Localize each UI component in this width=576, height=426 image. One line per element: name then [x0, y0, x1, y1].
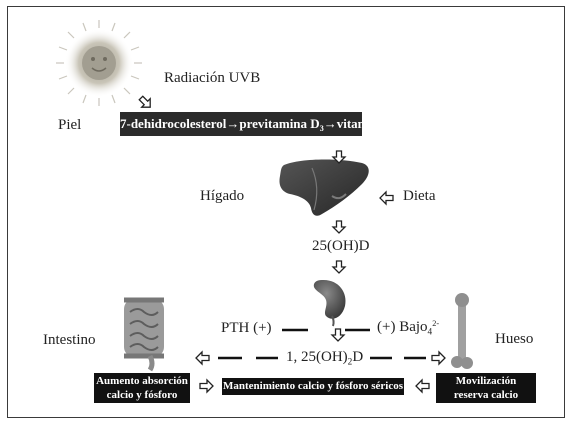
skin-box-sub-1: 3	[319, 123, 324, 133]
arrow-to-intestine	[195, 350, 210, 366]
skin-box-text-2: →vitamina D	[323, 116, 399, 131]
liver-icon	[279, 159, 369, 216]
intestine-label: Intestino	[43, 332, 96, 348]
arrow-absorption-maintenance	[199, 378, 214, 394]
hydroxy-vitamin-label: 25(OH)D	[312, 238, 370, 254]
mobilization-line-2: reserva calcio	[453, 389, 519, 401]
mobilization-box: Movilización reserva calcio	[436, 373, 536, 403]
calcitriol-text-1: 1, 25(OH)	[286, 349, 348, 365]
skin-synthesis-box: 7-dehidrocolesterol→previtamina D3→vitam…	[120, 112, 403, 136]
down-arrow-skin-liver	[331, 150, 347, 164]
absorption-line-2: calcio y fósforo	[106, 389, 178, 401]
down-arrow-liver-25oh	[331, 220, 347, 234]
calcitriol-label: 1, 25(OH)2D	[286, 350, 363, 368]
bone-label: Hueso	[495, 331, 534, 347]
skin-box-sub-2: 3	[398, 123, 403, 133]
down-arrow-kidney-calcitriol	[330, 328, 346, 342]
pth-label: PTH (+)	[221, 320, 272, 336]
diagram-frame	[7, 6, 565, 418]
low-phosphate-sup: 2-	[432, 319, 440, 329]
diet-arrow	[379, 190, 394, 206]
mobilization-line-1: Movilización	[455, 375, 517, 387]
diet-label: Dieta	[403, 188, 436, 204]
low-phosphate-text: (+) Bajo	[377, 319, 428, 335]
calcitriol-sub: 2	[347, 357, 353, 368]
arrow-mobilization-maintenance	[415, 378, 430, 394]
liver-label: Hígado	[200, 188, 245, 204]
bone-icon	[451, 293, 473, 369]
absorption-line-1: Aumento absorción	[96, 375, 188, 387]
intestine-icon	[124, 297, 164, 372]
low-phosphate-sub: 4	[427, 327, 433, 338]
low-phosphate-label: (+) Bajo42-	[377, 319, 440, 338]
skin-label: Piel	[58, 117, 82, 133]
uvb-arrow	[138, 95, 151, 108]
kidney-icon	[313, 279, 346, 327]
arrow-to-bone	[431, 350, 446, 366]
down-arrow-25oh-kidney	[331, 260, 347, 274]
uvb-label: Radiación UVB	[164, 70, 261, 86]
skin-box-text-1: 7-dehidrocolesterol→previtamina D	[120, 116, 320, 131]
sun-icon	[56, 20, 142, 106]
calcitriol-text-2: D	[352, 349, 364, 365]
absorption-box: Aumento absorción calcio y fósforo	[94, 373, 190, 403]
maintenance-box: Mantenimiento calcio y fósforo séricos	[222, 378, 404, 395]
